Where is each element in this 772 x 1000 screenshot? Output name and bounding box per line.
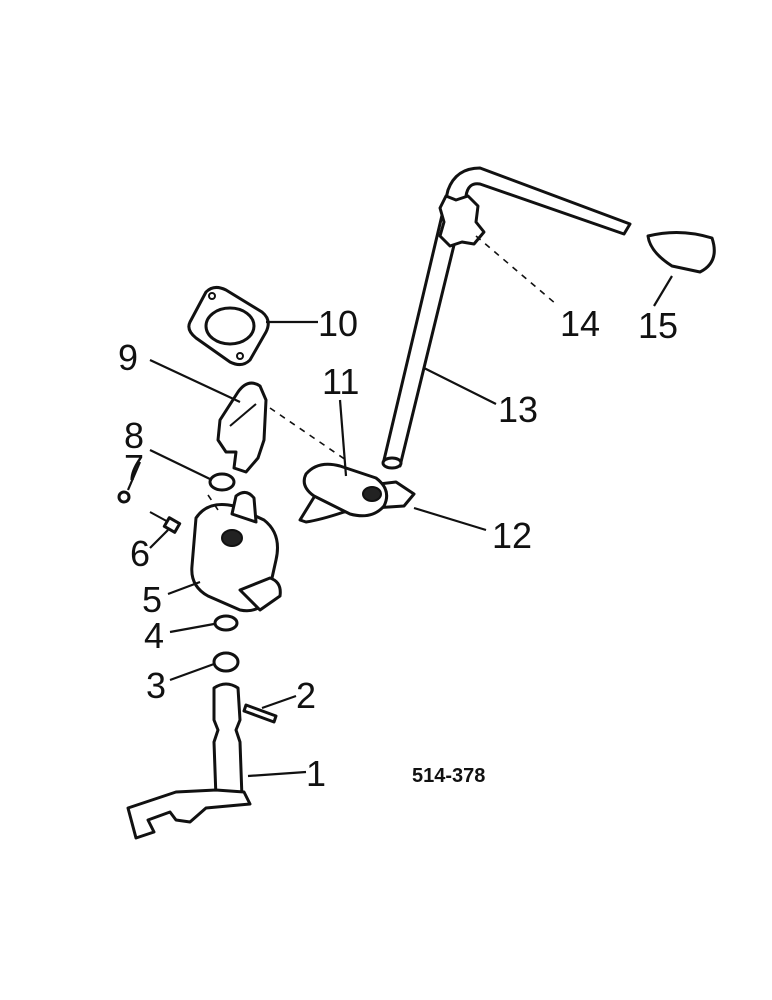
callout-7: 7 bbox=[124, 447, 144, 488]
callout-6: 6 bbox=[130, 533, 150, 574]
callout-3: 3 bbox=[146, 665, 166, 706]
callout-4: 4 bbox=[144, 615, 164, 656]
part-10-gasket bbox=[187, 285, 270, 367]
part-6-screw bbox=[149, 511, 182, 534]
callout-1: 1 bbox=[306, 753, 326, 794]
part-8-washer bbox=[208, 472, 236, 492]
reference-code: 514-378 bbox=[412, 765, 485, 787]
callout-11: 11 bbox=[322, 361, 359, 402]
part-7-ball bbox=[117, 490, 131, 504]
part-2-pin bbox=[242, 703, 278, 724]
leader-lines bbox=[126, 235, 673, 778]
callout-labels: 1 2 3 4 5 6 7 8 9 10 11 12 13 14 15 514-… bbox=[118, 303, 678, 794]
part-12-lever-base bbox=[298, 462, 416, 524]
part-15-knob bbox=[646, 230, 716, 274]
part-1-shaft bbox=[126, 682, 252, 840]
part-3-bushing bbox=[212, 651, 240, 673]
callout-12: 12 bbox=[492, 515, 532, 556]
callout-14: 14 bbox=[560, 303, 600, 344]
callout-9: 9 bbox=[118, 337, 138, 378]
part-5-housing bbox=[190, 491, 282, 613]
part-14-collar bbox=[438, 194, 486, 248]
callout-2: 2 bbox=[296, 675, 316, 716]
part-4-o-ring bbox=[213, 614, 239, 632]
callout-15: 15 bbox=[638, 305, 678, 346]
part-9-shift-finger bbox=[216, 381, 268, 474]
callout-5: 5 bbox=[142, 579, 162, 620]
callout-13: 13 bbox=[498, 389, 538, 430]
callout-8: 8 bbox=[124, 415, 144, 456]
callout-10: 10 bbox=[318, 303, 358, 344]
